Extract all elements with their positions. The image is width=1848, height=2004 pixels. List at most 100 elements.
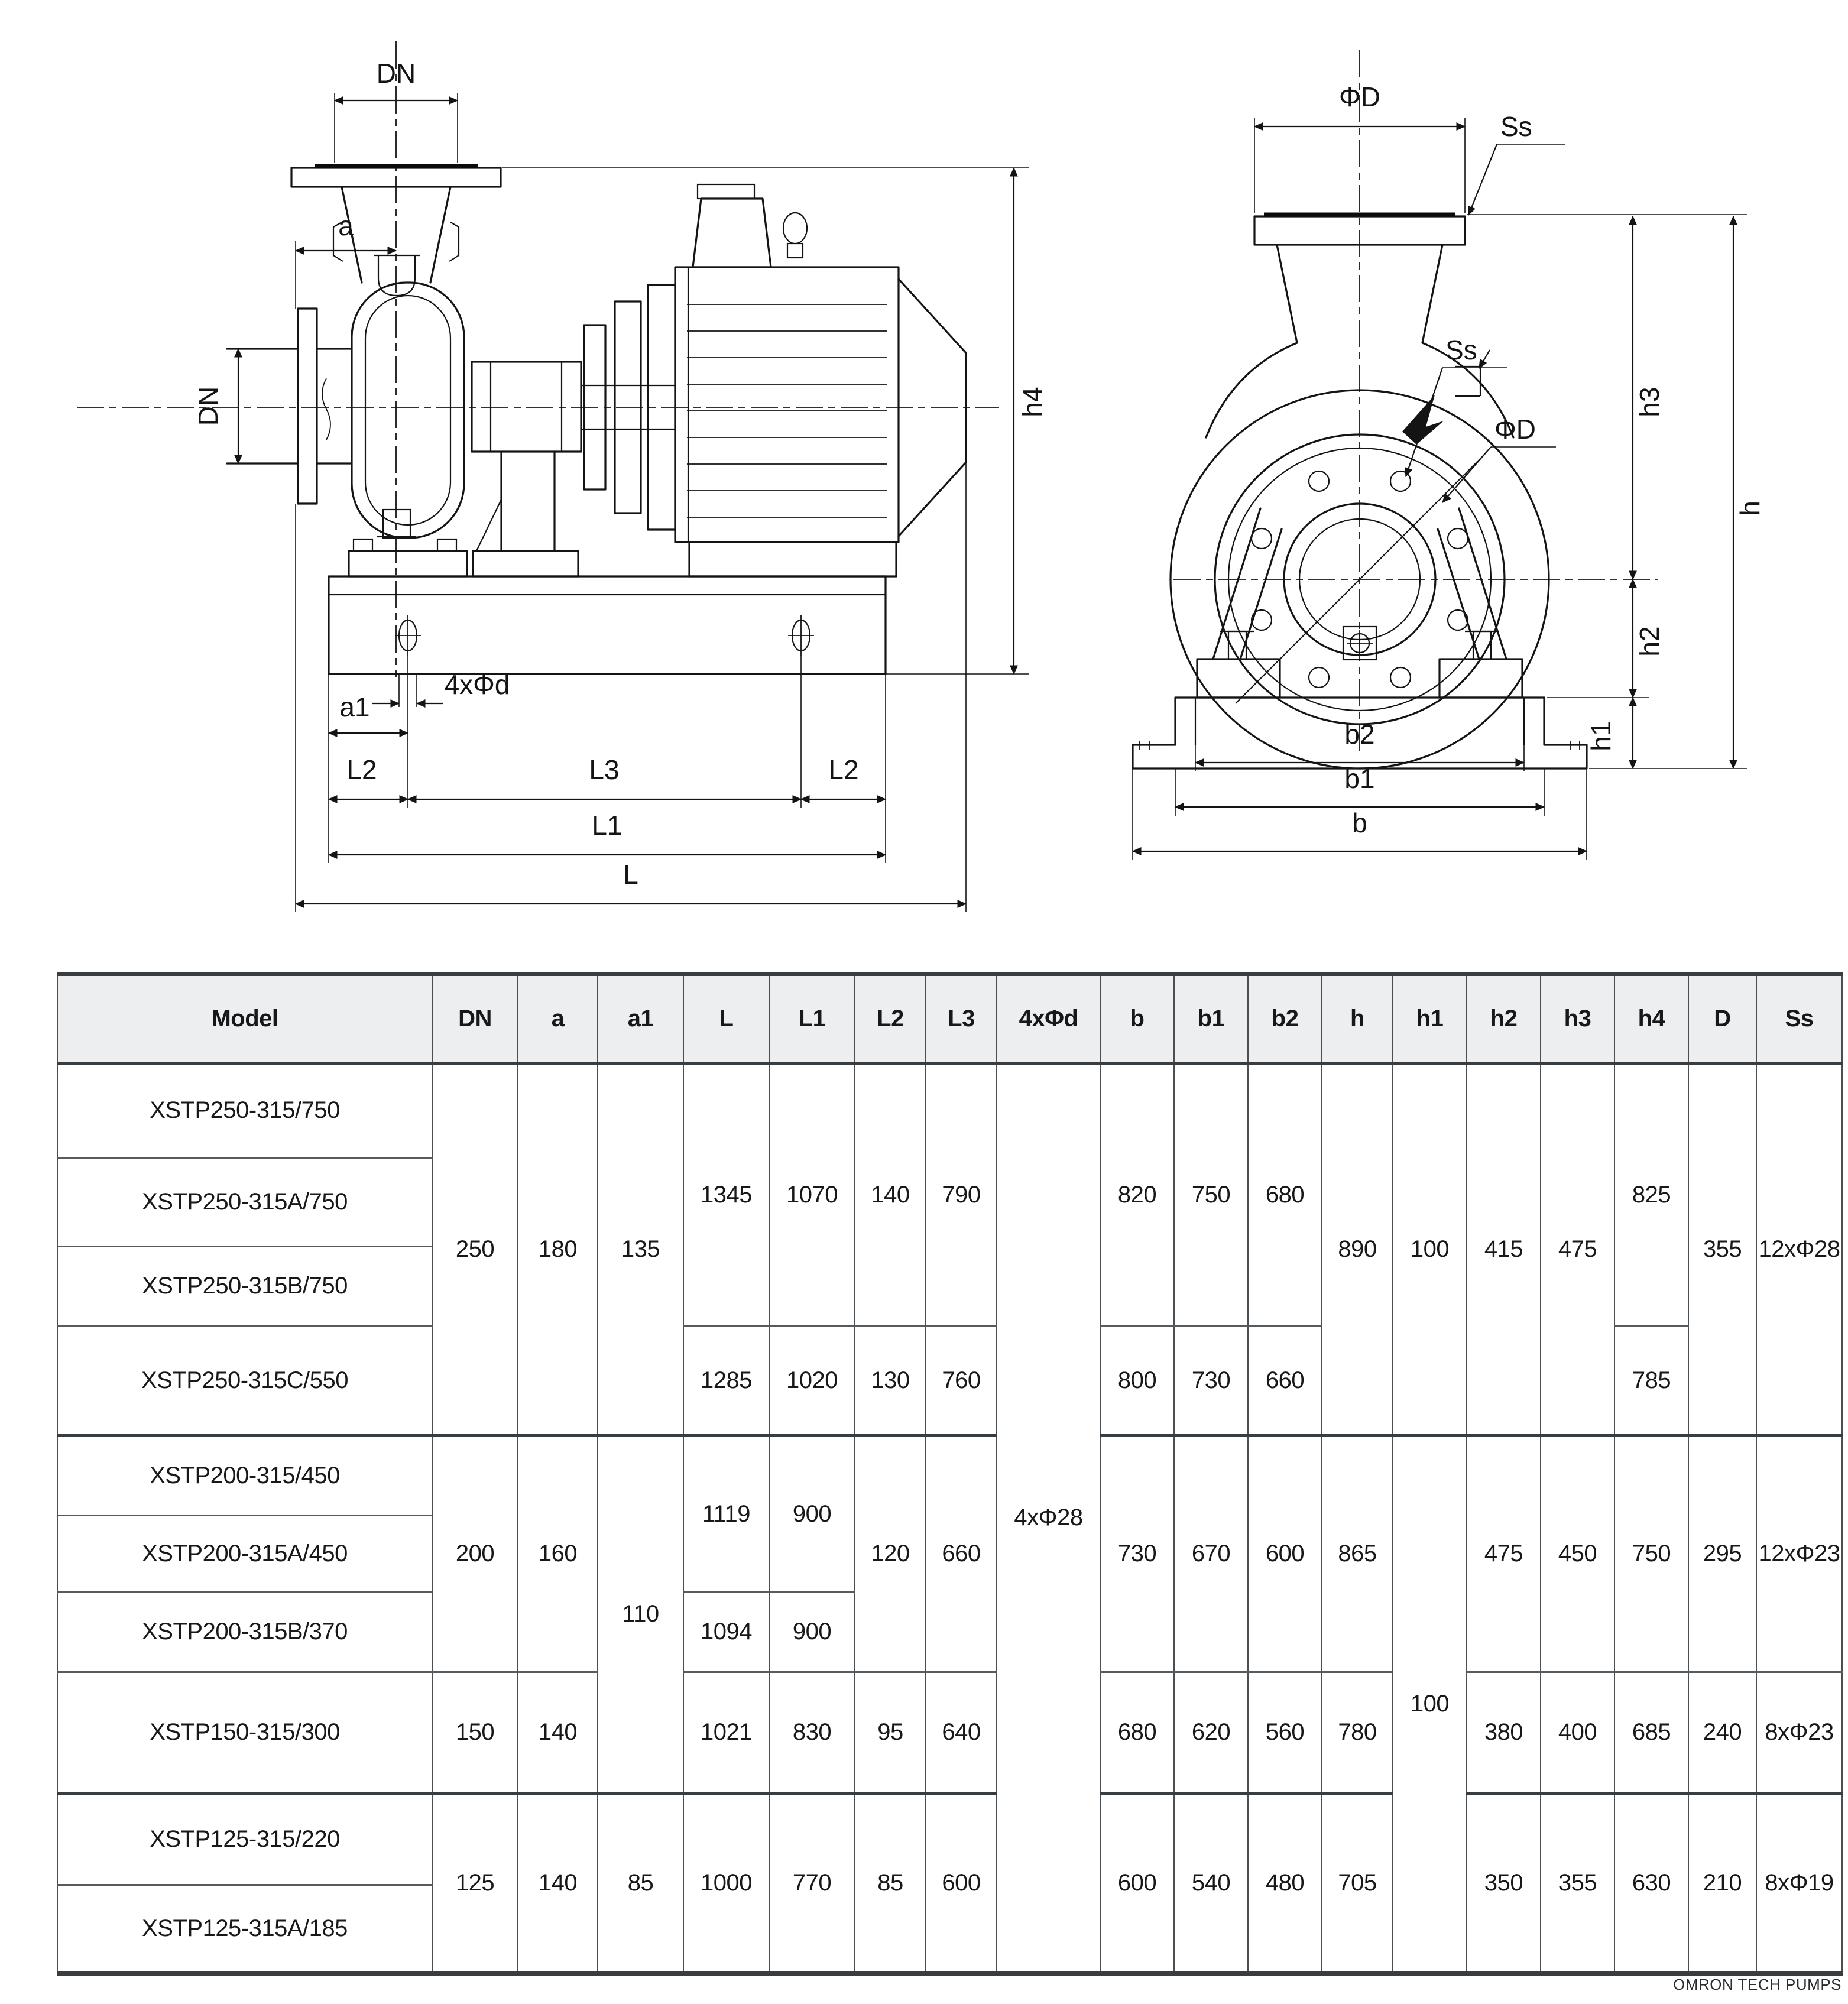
front-view-drawing: ΦD Ss Ss ΦD [1132,50,1765,860]
cell-b1-r4: 730 [1173,1326,1248,1436]
cell-b1-r123: 750 [1173,1063,1248,1327]
table-row: XSTP200-315B/370 1094 900 [57,1592,1842,1673]
dim-label-bolt-callout: 4xΦd [445,669,510,700]
col-header-b: b [1100,974,1174,1065]
dim-label-h4: h4 [1017,387,1048,417]
pump-dimension-drawings: DN a DN [77,41,1765,912]
brand-footer: OMRON TECH PUMPS [1673,1976,1841,1993]
dim-label-phid-mid: ΦD [1494,414,1536,445]
cell-ss-g2: 12xΦ23 [1756,1434,1842,1673]
cell-l1-r4: 1020 [769,1326,855,1436]
suction-flange-ring [1214,433,1506,725]
cell-b1-r8: 620 [1173,1672,1248,1794]
cell-l1-r123: 1070 [769,1063,855,1327]
table-row: XSTP250-315C/550 1285 1020 130 760 800 7… [57,1326,1842,1436]
dimensions-table: Model DN a a1 L L1 L2 L3 4xΦd b b1 b2 h … [57,972,1843,1976]
model-cell: XSTP200-315/450 [57,1434,432,1516]
cell-h4-r8: 685 [1614,1672,1688,1794]
cell-l1-r8: 830 [769,1672,855,1794]
cell-h4-r123: 825 [1614,1063,1688,1327]
cell-d-r8: 240 [1688,1672,1756,1794]
model-cell: XSTP250-315B/750 [57,1246,432,1327]
cell-dn-g2: 200 [432,1434,518,1673]
table-row: XSTP200-315/450 200 160 110 1119 900 120… [57,1434,1842,1974]
dim-label-h2: h2 [1634,626,1665,656]
table-row: XSTP250-315/750 250 180 135 1345 1070 14… [57,1063,1842,1974]
cell-ss-g1: 12xΦ28 [1756,1063,1842,1436]
model-cell: XSTP250-315C/550 [57,1326,432,1436]
cell-4xphid-all: 4xΦ28 [996,1063,1100,1974]
dim-label-dn-top: DN [377,58,416,89]
side-view-drawing: DN a DN [77,41,1048,912]
cell-b-g4: 600 [1100,1791,1174,1974]
terminal-box [692,197,772,268]
cell-h4-g4: 630 [1614,1791,1688,1974]
dim-label-a: a [338,210,354,241]
dim-label-dn-side: DN [193,387,223,426]
col-header-d: D [1688,974,1756,1065]
cell-d-g4: 210 [1688,1791,1756,1974]
col-header-l1: L1 [769,974,855,1065]
baseplate [328,575,887,675]
dim-label-phid-top: ΦD [1339,82,1380,112]
model-cell: XSTP150-315/300 [57,1672,432,1794]
model-cell: XSTP125-315A/185 [57,1885,432,1974]
cell-l1-r56: 900 [769,1434,855,1593]
table-row: XSTP250-315B/750 [57,1246,1842,1327]
cell-h3-g1: 475 [1540,1063,1614,1436]
motor-fan-cover [897,278,967,537]
cell-h4-r4: 785 [1614,1326,1688,1436]
dim-label-l2-left: L2 [346,754,377,785]
header-row: Model DN a a1 L L1 L2 L3 4xΦd b b1 b2 h … [57,974,1842,1065]
cell-l3-g4: 600 [925,1791,997,1974]
drain-plug [1342,625,1377,661]
cell-l2-r123: 140 [854,1063,926,1327]
cell-h3-r8: 400 [1540,1672,1614,1794]
cell-b2-g4: 480 [1247,1791,1322,1974]
col-header-h4: h4 [1614,974,1688,1065]
col-header-b2: b2 [1247,974,1322,1065]
table-row: XSTP250-315A/750 [57,1157,1842,1247]
model-cell: XSTP200-315B/370 [57,1592,432,1673]
col-header-a: a [517,974,598,1065]
model-cell: XSTP250-315/750 [57,1063,432,1159]
cell-l-r123: 1345 [683,1063,769,1327]
col-header-h: h [1321,974,1393,1065]
dim-label-h: h [1734,501,1765,516]
cell-l2-g2: 120 [854,1434,926,1673]
cell-a1-g1: 135 [597,1063,683,1436]
bearing-housing [471,361,582,453]
table-row: XSTP200-315A/450 [57,1515,1842,1593]
dim-label-l3: L3 [589,754,619,785]
cell-h-r8: 780 [1321,1672,1393,1794]
dim-label-b: b [1352,808,1367,838]
cell-h2-r8: 380 [1466,1672,1541,1794]
col-header-l2: L2 [854,974,926,1065]
cell-h2-g2: 475 [1466,1434,1541,1673]
col-header-dn: DN [432,974,518,1065]
cell-l1-r7: 900 [769,1592,855,1673]
cell-h2-g4: 350 [1466,1791,1541,1974]
cell-l-r7: 1094 [683,1592,769,1673]
dim-label-h3: h3 [1634,387,1665,417]
model-cell: XSTP125-315/220 [57,1791,432,1886]
table-row: XSTP125-315/220 125 140 85 1000 770 85 6… [57,1791,1842,1974]
col-header-a1: a1 [597,974,683,1065]
cell-h-g4: 705 [1321,1791,1393,1974]
motor-feet [688,541,897,578]
cell-a-g1: 180 [517,1063,598,1436]
cell-b-r4: 800 [1100,1326,1174,1436]
motor-fins [687,304,887,518]
cell-ss-g4: 8xΦ19 [1756,1791,1842,1974]
col-header-h2: h2 [1466,974,1541,1065]
col-header-h3: h3 [1540,974,1614,1065]
col-header-h1: h1 [1392,974,1467,1065]
front-baseplate [1132,696,1588,770]
cell-b2-r123: 680 [1247,1063,1322,1327]
cell-h1-g2: 100 [1392,1434,1467,1974]
dim-label-a1: a1 [339,692,369,722]
lifting-eye-bolt [782,212,808,245]
cell-l2-g4: 85 [854,1791,926,1974]
cell-b-r8: 680 [1100,1672,1174,1794]
